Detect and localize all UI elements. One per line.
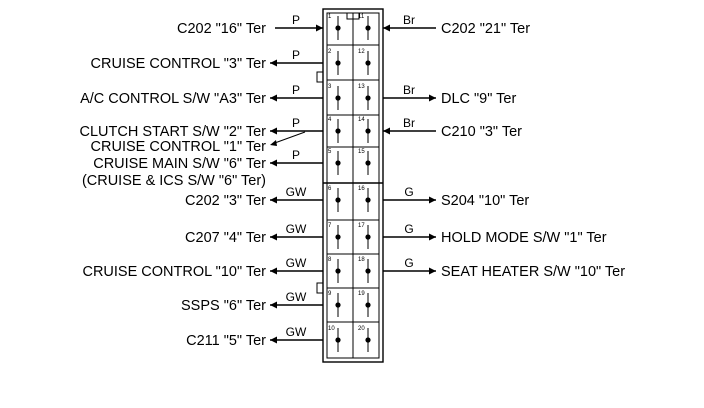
pin-number: 14 bbox=[358, 117, 365, 123]
terminal-label: (CRUISE & ICS S/W "6" Ter) bbox=[82, 173, 266, 189]
terminal-contact bbox=[335, 337, 341, 343]
terminal-contact bbox=[365, 234, 371, 240]
terminal-contact bbox=[335, 25, 341, 31]
wire-color: G bbox=[404, 185, 413, 199]
pin-number: 6 bbox=[328, 186, 332, 192]
wire-color: P bbox=[292, 148, 300, 162]
terminal-label: C202 "16" Ter bbox=[177, 21, 266, 37]
locking-tab bbox=[316, 282, 324, 294]
arrow-head bbox=[429, 267, 436, 275]
pin-number: 7 bbox=[328, 223, 332, 229]
terminal-label: SSPS "6" Ter bbox=[181, 298, 266, 314]
arrow-head bbox=[270, 59, 277, 67]
terminal-contact bbox=[365, 197, 371, 203]
terminal-contact bbox=[365, 268, 371, 274]
arrow-head bbox=[270, 94, 277, 102]
wire-color: Br bbox=[403, 116, 415, 130]
pin-number: 19 bbox=[358, 291, 365, 297]
terminal-contact bbox=[365, 128, 371, 134]
pin-number: 4 bbox=[328, 117, 332, 123]
pin-number: 17 bbox=[358, 223, 365, 229]
arrow-head bbox=[270, 127, 277, 135]
arrow-head bbox=[270, 233, 277, 241]
terminal-contact bbox=[365, 95, 371, 101]
wire-color: G bbox=[404, 222, 413, 236]
locking-tab bbox=[316, 71, 324, 83]
wire-color: GW bbox=[286, 290, 307, 304]
pin-number: 1 bbox=[328, 14, 332, 20]
wire-color: G bbox=[404, 256, 413, 270]
arrow-head bbox=[316, 24, 323, 32]
arrow-head bbox=[270, 196, 277, 204]
wire-branch bbox=[271, 131, 306, 145]
wire-color: P bbox=[292, 48, 300, 62]
pin-number: 5 bbox=[328, 149, 332, 155]
terminal-contact bbox=[365, 60, 371, 66]
pin-number: 11 bbox=[358, 14, 365, 20]
terminal-label: CRUISE CONTROL "1" Ter bbox=[91, 139, 267, 155]
terminal-label: C202 "3" Ter bbox=[185, 193, 266, 209]
terminal-contact bbox=[335, 160, 341, 166]
terminal-label: C211 "5" Ter bbox=[186, 333, 266, 349]
arrow-head bbox=[429, 94, 436, 102]
terminal-label: CRUISE CONTROL "3" Ter bbox=[91, 56, 267, 72]
wires bbox=[270, 24, 436, 344]
terminal-contact bbox=[365, 160, 371, 166]
terminal-contact bbox=[365, 302, 371, 308]
pin-number: 18 bbox=[358, 257, 365, 263]
terminal-label: C210 "3" Ter bbox=[441, 124, 522, 140]
pin-number: 10 bbox=[328, 326, 335, 332]
terminal-label: S204 "10" Ter bbox=[441, 193, 529, 209]
terminal-contact bbox=[365, 25, 371, 31]
arrow-head bbox=[270, 140, 277, 146]
terminal-label: A/C CONTROL S/W "A3" Ter bbox=[80, 91, 266, 107]
terminal-label: CRUISE CONTROL "10" Ter bbox=[82, 264, 266, 280]
arrow-head bbox=[270, 159, 277, 167]
wire-color: GW bbox=[286, 222, 307, 236]
wire-color: GW bbox=[286, 256, 307, 270]
terminal-label: C207 "4" Ter bbox=[185, 230, 266, 246]
wire-color: P bbox=[292, 13, 300, 27]
pin-number: 16 bbox=[358, 186, 365, 192]
terminal-label: C202 "21" Ter bbox=[441, 21, 530, 37]
wire-color: P bbox=[292, 116, 300, 130]
arrow-head bbox=[429, 196, 436, 204]
arrow-head bbox=[270, 267, 277, 275]
terminal-label: CRUISE MAIN S/W "6" Ter bbox=[93, 156, 266, 172]
wire-color: GW bbox=[286, 185, 307, 199]
pin-number: 12 bbox=[358, 49, 365, 55]
terminal-contact bbox=[335, 197, 341, 203]
pin-number: 2 bbox=[328, 49, 332, 55]
wire-color: Br bbox=[403, 13, 415, 27]
terminal-label: CLUTCH START S/W "2" Ter bbox=[80, 124, 267, 140]
terminal-contact bbox=[365, 337, 371, 343]
pin-number: 13 bbox=[358, 84, 365, 90]
pin-number: 3 bbox=[328, 84, 332, 90]
arrow-head bbox=[270, 336, 277, 344]
arrow-head bbox=[383, 127, 390, 135]
terminal-label: HOLD MODE S/W "1" Ter bbox=[441, 230, 607, 246]
pin-number: 15 bbox=[358, 149, 365, 155]
terminal-contact bbox=[335, 128, 341, 134]
terminal-contact bbox=[335, 234, 341, 240]
wire-color: P bbox=[292, 83, 300, 97]
connector-outline bbox=[322, 8, 384, 363]
terminal-contact bbox=[335, 60, 341, 66]
pin-number: 9 bbox=[328, 291, 332, 297]
arrow-head bbox=[270, 301, 277, 309]
terminal-contact bbox=[335, 268, 341, 274]
pin-number: 20 bbox=[358, 326, 365, 332]
terminal-contact bbox=[335, 302, 341, 308]
terminal-label: DLC "9" Ter bbox=[441, 91, 516, 107]
terminal-contact bbox=[335, 95, 341, 101]
arrow-head bbox=[383, 24, 390, 32]
terminal-label: SEAT HEATER S/W "10" Ter bbox=[441, 264, 625, 280]
arrow-head bbox=[429, 233, 436, 241]
wire-color: Br bbox=[403, 83, 415, 97]
pin-number: 8 bbox=[328, 257, 332, 263]
wire-color: GW bbox=[286, 325, 307, 339]
